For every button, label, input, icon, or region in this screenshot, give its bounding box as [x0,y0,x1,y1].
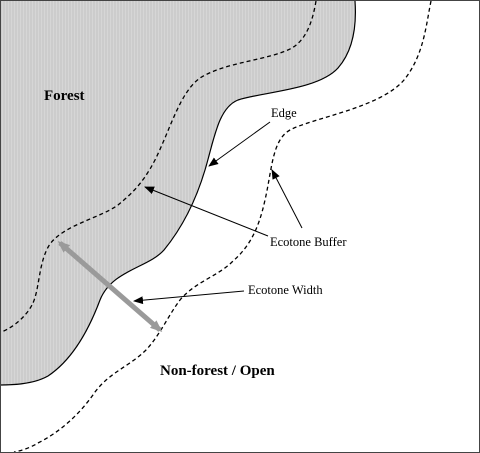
buffer-pointer-inner [144,186,269,237]
forest-region [1,1,356,385]
inner-buffer-line [0,0,317,333]
outer-buffer-line [13,0,432,453]
open-area-label: Non-forest / Open [160,363,275,379]
forest-label: Forest [44,88,85,104]
forest-edge-line [0,0,357,386]
edge-pointer [208,121,271,167]
ecotone-width-arrow [57,241,163,332]
buffer-pointer-outer [271,169,303,229]
ecotone-buffer-label: Ecotone Buffer [270,235,347,249]
ecotone-width-label: Ecotone Width [248,283,323,297]
width-pointer [133,290,245,305]
edge-label: Edge [271,106,297,120]
